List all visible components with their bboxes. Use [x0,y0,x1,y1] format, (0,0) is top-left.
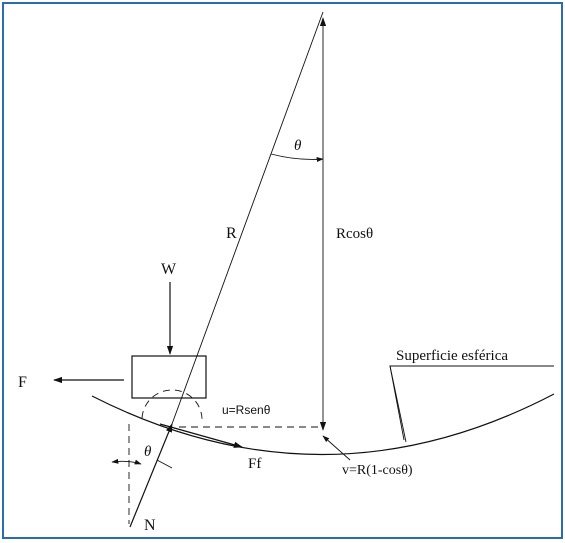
theta-arc-bottom [111,458,142,465]
theta-arc-top [270,153,324,162]
u-label: u=Rsenθ [222,403,271,417]
radius-label: R [226,225,237,242]
v-label: v=R(1-cosθ) [342,463,413,478]
contact-dashed-arc [141,389,203,423]
spherical-surface-curve [91,393,555,456]
rcos-label: Rcosθ [336,226,373,242]
theta-top-label: θ [294,138,302,154]
radius-line [171,11,324,425]
theta-arc-bottom-tick [156,459,173,469]
normal-force-label: N [144,517,156,534]
diagram-canvas: θ R Rcosθ W F Superficie esférica u=Rsen… [18,11,555,534]
friction-arrow [159,423,243,448]
theta-bottom-label: θ [144,444,152,460]
weight-label: W [161,261,177,278]
surface-label: Superficie esférica [396,348,508,364]
normal-force-arrow [129,423,173,528]
sliding-block [131,355,207,399]
friction-label: Ff [248,456,261,472]
surface-leader-diagonal [389,365,407,443]
v-leader-line [322,435,351,461]
force-f-label: F [18,374,27,391]
